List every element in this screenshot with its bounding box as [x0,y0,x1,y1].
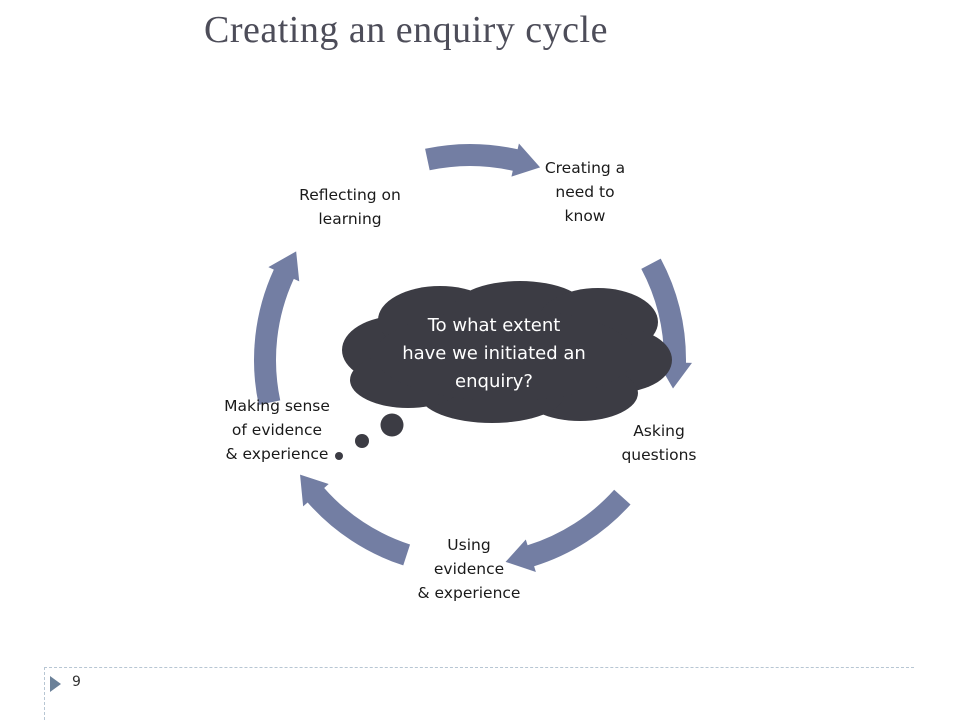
play-triangle-icon [50,676,61,692]
cloud-tail-dots [335,413,404,460]
stage-creating-need: Creating a need to know [544,159,626,225]
footer-divider [44,667,914,668]
stage-reflecting: Reflecting on learning [299,186,401,228]
stage-asking-questions: Asking questions [621,422,697,464]
cloud-dot-medium [355,434,369,448]
stage-using-evidence: Using evidence & experience [417,536,521,602]
footer-vertical-divider [44,667,45,720]
cycle-arrows [254,143,692,572]
thought-cloud [335,281,672,460]
cloud-center [375,309,635,401]
arrow-creating-to-asking [641,258,692,389]
cloud-body [342,281,672,423]
arrow-using-to-making [300,474,411,566]
stage-making-sense: Making sense of evidence & experience [224,397,330,463]
slide-title: Creating an enquiry cycle [204,9,608,51]
arrow-reflecting-to-creating [425,143,541,177]
thought-bubble-question: To what extent have we initiated an enqu… [402,315,586,392]
cloud-dot-large [380,413,404,437]
page-number: 9 [72,674,81,690]
cloud-dot-small [335,452,343,460]
arrow-asking-to-using [505,489,631,572]
arrow-making-to-reflecting [254,251,300,405]
